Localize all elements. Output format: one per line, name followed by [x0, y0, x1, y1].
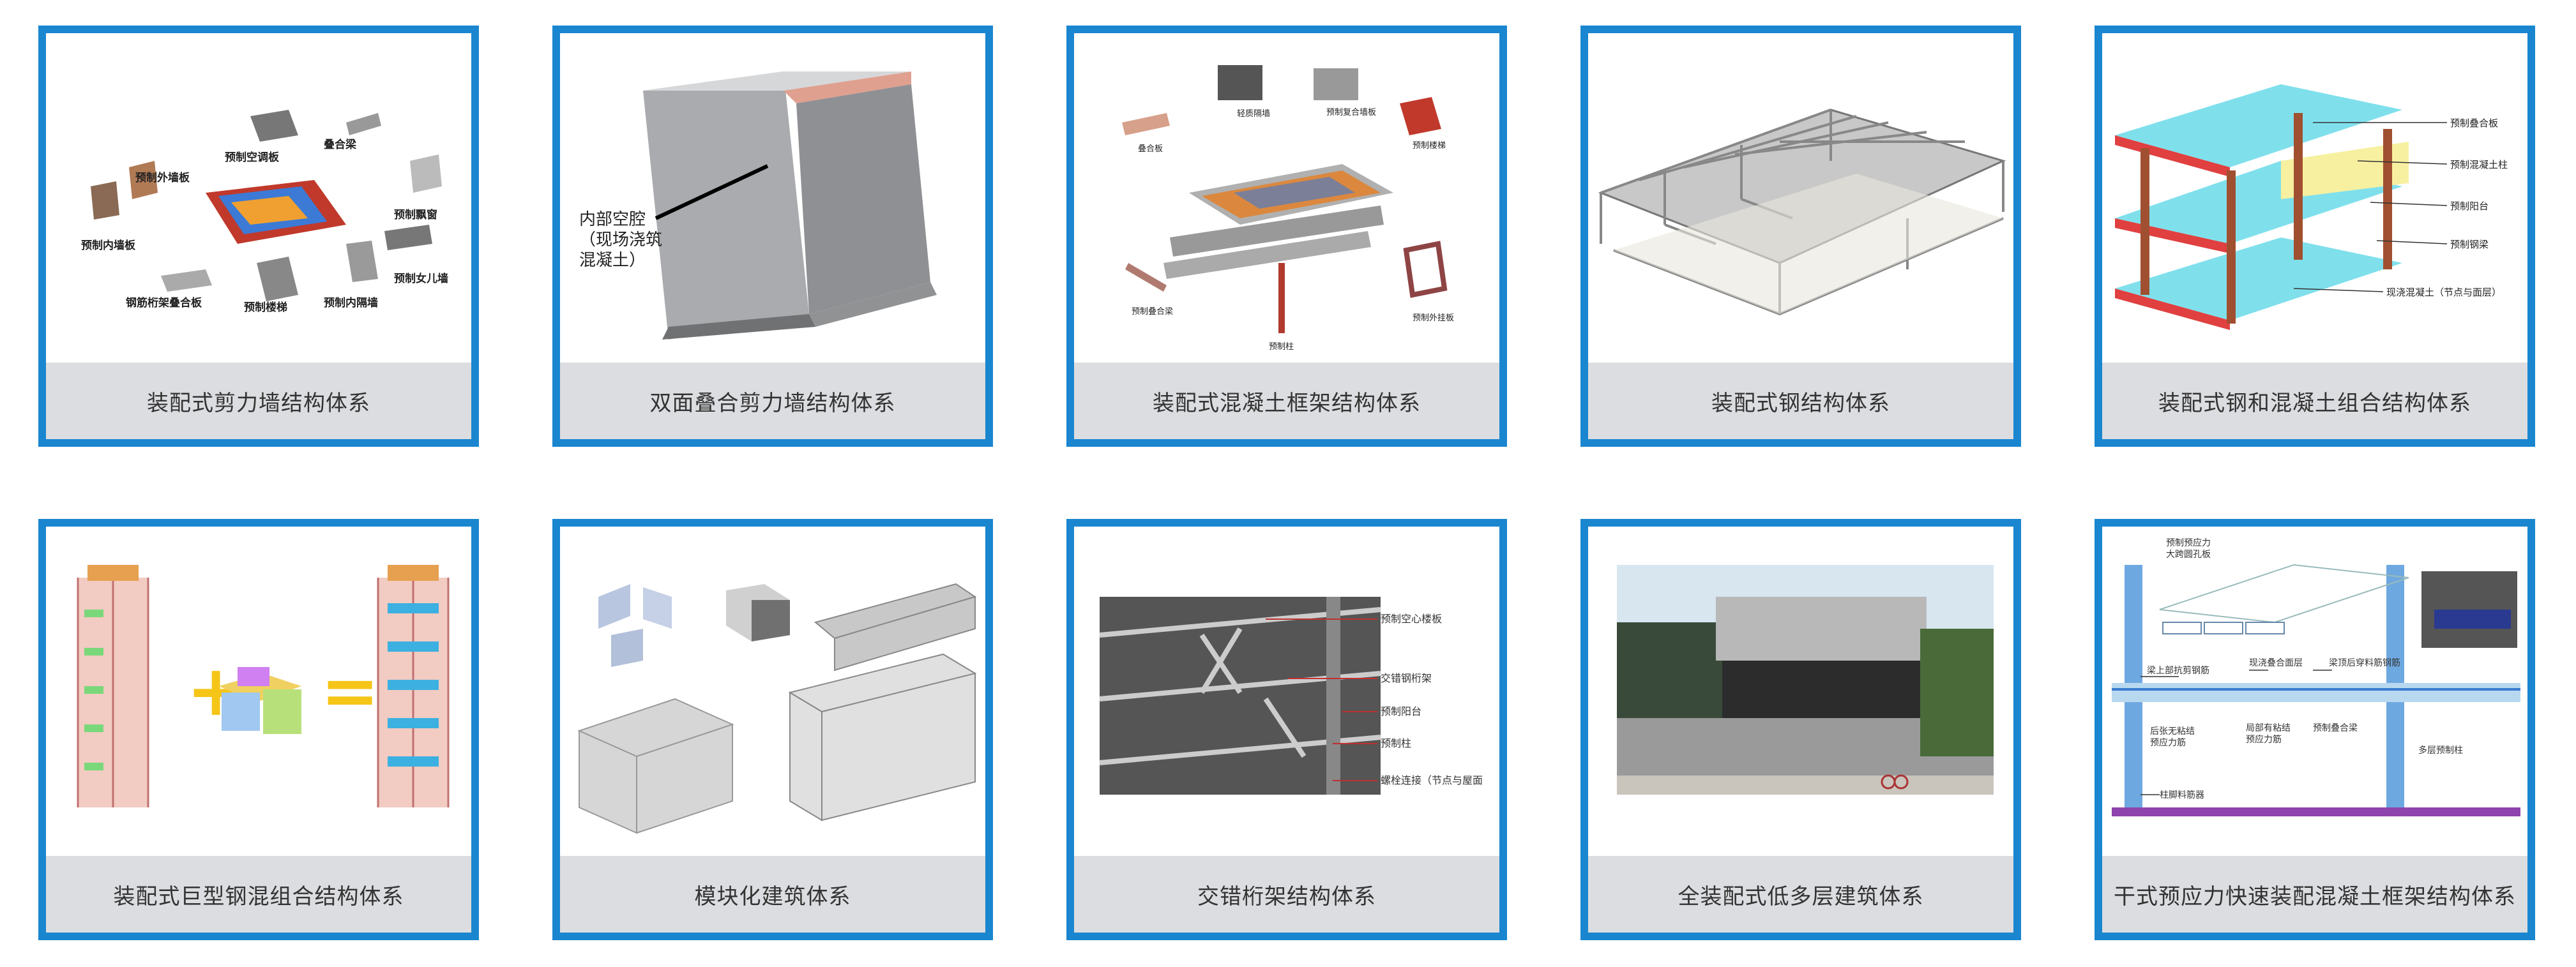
card-staggered-truss[interactable]: 预制空心楼板 交错钢桁架 预制阳台 预制柱 螺栓连接（节点与屋面 交错桁架结构体… — [1066, 519, 1507, 940]
card-caption: 装配式钢和混凝土组合结构体系 — [2102, 363, 2527, 439]
label-prefab-interior-wall: 预制内墙板 — [81, 239, 136, 252]
label-prestress-tendon-b: 预应力筋 — [2246, 734, 2282, 745]
card-modular[interactable]: 模块化建筑体系 — [552, 519, 993, 940]
mega-composite-illustration: + = — [46, 527, 471, 856]
label-bolt-connection: 螺栓连接（节点与屋面 — [1381, 774, 1483, 786]
card-caption: 双面叠合剪力墙结构体系 — [560, 363, 985, 439]
equals-symbol: = — [321, 650, 379, 731]
label-post-tensioned: 后张无粘结 — [2150, 726, 2195, 737]
steel-structure-illustration — [1588, 33, 2013, 363]
low-rise-building-photo — [1588, 527, 2013, 856]
card-caption: 全装配式低多层建筑体系 — [1588, 856, 2013, 933]
staggered-truss-illustration: 预制空心楼板 交错钢桁架 预制阳台 预制柱 螺栓连接（节点与屋面 — [1074, 527, 1499, 856]
steel-concrete-illustration: 预制叠合板 预制混凝土柱 预制阳台 预制钢梁 现浇混凝土（节点与面层） — [2102, 33, 2527, 363]
label-prefab-stair: 预制楼梯 — [244, 301, 287, 314]
label-prefab-balcony: 预制阳台 — [1381, 705, 1421, 717]
card-low-rise-building[interactable]: 全装配式低多层建筑体系 — [1580, 519, 2021, 940]
label-partial-bonded: 局部有粘结 — [2246, 723, 2291, 733]
label-prefab-bay-window: 预制飘窗 — [394, 208, 437, 221]
card-concrete-frame[interactable]: 轻质隔墙 预制复合墙板 叠合板 预制楼梯 预制叠合梁 预制柱 预制外挂板 装配式… — [1066, 26, 1507, 447]
card-caption: 装配式巨型钢混组合结构体系 — [46, 856, 471, 933]
label-prefab-column: 预制柱 — [1381, 737, 1411, 749]
label-column-base: 柱脚料筋器 — [2160, 790, 2204, 800]
label-prefab-composite-wallboard: 预制复合墙板 — [1326, 108, 1376, 117]
card-mega-composite[interactable]: + = — [38, 519, 479, 940]
card-caption: 交错桁架结构体系 — [1074, 856, 1499, 933]
label-hollow-slab: 预制空心楼板 — [1381, 613, 1442, 625]
label-prefab-partition: 预制内隔墙 — [324, 296, 378, 310]
card-shear-wall[interactable]: 预制外墙板 预制空调板 叠合梁 预制飘窗 预制内墙板 预制女儿墙 钢筋桁架叠合板… — [38, 26, 479, 447]
label-prefab-composite-beam: 预制叠合梁 — [1132, 307, 1173, 317]
label-truss-slab: 钢筋桁架叠合板 — [126, 296, 202, 310]
label-inner-cavity: 内部空腔 — [579, 210, 646, 229]
card-caption: 装配式混凝土框架结构体系 — [1074, 363, 1499, 439]
label-prestress-tendon-a: 预应力筋 — [2150, 737, 2186, 748]
shear-wall-illustration: 预制外墙板 预制空调板 叠合梁 预制飘窗 预制内墙板 预制女儿墙 钢筋桁架叠合板… — [46, 33, 471, 363]
card-steel-concrete-composite[interactable]: 预制叠合板 预制混凝土柱 预制阳台 预制钢梁 现浇混凝土（节点与面层） 装配式钢… — [2095, 26, 2535, 447]
label-prefab-exterior-wall: 预制外墙板 — [135, 171, 190, 184]
label-prefab-concrete-column: 预制混凝土柱 — [2450, 159, 2508, 170]
label-prefab-balcony: 预制阳台 — [2450, 200, 2489, 212]
label-composite-slab: 叠合板 — [1138, 144, 1163, 154]
label-prefab-parapet: 预制女儿墙 — [394, 272, 448, 285]
label-hollow-core-slab: 大跨圆孔板 — [2166, 550, 2211, 560]
dry-prestressed-illustration: 预制预应力 大跨圆孔板 梁上部抗剪钢筋 现浇叠合面层 梁顶后穿料筋钢筋 后张无粘… — [2102, 527, 2527, 856]
card-dry-prestressed-frame[interactable]: 预制预应力 大跨圆孔板 梁上部抗剪钢筋 现浇叠合面层 梁顶后穿料筋钢筋 后张无粘… — [2095, 519, 2535, 940]
label-multistory-column: 多层预制柱 — [2418, 745, 2463, 756]
label-light-partition: 轻质隔墙 — [1237, 109, 1270, 119]
concrete-frame-illustration: 轻质隔墙 预制复合墙板 叠合板 预制楼梯 预制叠合梁 预制柱 预制外挂板 — [1074, 33, 1499, 363]
card-caption: 模块化建筑体系 — [560, 856, 985, 933]
label-prefab-composite-slab: 预制叠合板 — [2450, 117, 2498, 129]
card-caption: 装配式剪力墙结构体系 — [46, 363, 471, 439]
label-cast-in-place: （现场浇筑 — [579, 230, 662, 250]
label-staggered-steel-truss: 交错钢桁架 — [1381, 672, 1432, 684]
card-caption: 干式预应力快速装配混凝土框架结构体系 — [2102, 856, 2527, 933]
card-steel-structure[interactable]: 装配式钢结构体系 — [1580, 26, 2021, 447]
label-prefab-cladding: 预制外挂板 — [1413, 313, 1454, 323]
label-prefab-steel-beam: 预制钢梁 — [2450, 239, 2489, 250]
label-prefab-column: 预制柱 — [1269, 342, 1294, 352]
label-prestressed: 预制预应力 — [2166, 537, 2211, 548]
label-concrete: 混凝土） — [579, 251, 646, 270]
label-composite-beam: 叠合梁 — [324, 138, 357, 151]
label-topping-layer: 现浇叠合面层 — [2249, 658, 2303, 668]
double-wall-illustration: 内部空腔 （现场浇筑 混凝土） — [560, 33, 985, 363]
card-double-wall[interactable]: 内部空腔 （现场浇筑 混凝土） 双面叠合剪力墙结构体系 — [552, 26, 993, 447]
label-shear-rebar: 梁上部抗剪钢筋 — [2147, 665, 2209, 676]
label-prefab-composite-beam: 预制叠合梁 — [2313, 723, 2358, 733]
label-prefab-stair: 预制楼梯 — [1413, 141, 1446, 151]
label-cast-in-situ-concrete: 现浇混凝土（节点与面层） — [2386, 287, 2501, 298]
card-caption: 装配式钢结构体系 — [1588, 363, 2013, 439]
label-post-threaded-rebar: 梁顶后穿料筋钢筋 — [2329, 657, 2400, 668]
modular-illustration — [560, 527, 985, 856]
label-prefab-ac-board: 预制空调板 — [225, 151, 280, 164]
